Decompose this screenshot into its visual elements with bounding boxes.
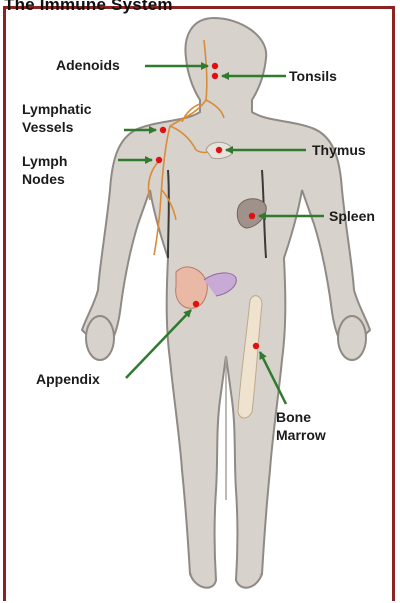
appendix-label: Appendix: [36, 370, 100, 388]
body-silhouette: [82, 18, 370, 588]
bone-marrow-marker: [253, 343, 259, 349]
lymphatic-vessels-marker: [160, 127, 166, 133]
lymphatic-vessels-label: Lymphatic Vessels: [22, 100, 92, 136]
thymus-marker: [216, 147, 222, 153]
bone-marrow-label: Bone Marrow: [276, 408, 326, 444]
adenoids-label: Adenoids: [56, 56, 120, 74]
lymph-nodes-marker: [156, 157, 162, 163]
lymph-nodes-label: Lymph Nodes: [22, 152, 67, 188]
adenoids-marker: [212, 63, 218, 69]
thymus-label: Thymus: [312, 141, 366, 159]
tonsils-label: Tonsils: [289, 67, 337, 85]
spleen-label: Spleen: [329, 207, 375, 225]
tonsils-marker: [212, 73, 218, 79]
appendix-marker: [193, 301, 199, 307]
spleen-marker: [249, 213, 255, 219]
